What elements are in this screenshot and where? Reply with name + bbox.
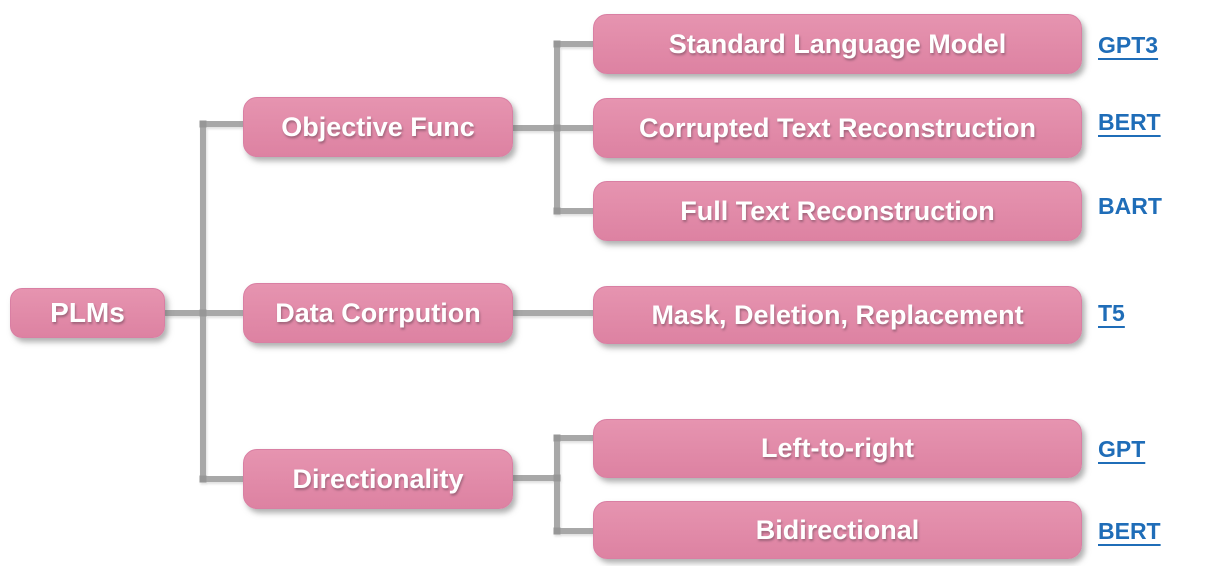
node-bidirectional: Bidirectional — [593, 501, 1082, 559]
node-full-text-reconstruction: Full Text Reconstruction — [593, 181, 1082, 241]
link-gpt3[interactable]: GPT3 — [1098, 32, 1159, 58]
node-left-to-right-label: Left-to-right — [761, 433, 914, 463]
node-data-corruption: Data Corrpution — [243, 283, 513, 343]
node-data-corruption-label: Data Corrpution — [275, 297, 481, 328]
node-left-to-right: Left-to-right — [593, 419, 1082, 478]
link-bert-1[interactable]: BERT — [1098, 109, 1161, 135]
node-standard-language-model: Standard Language Model — [593, 14, 1082, 74]
link-bart: BART — [1098, 193, 1162, 219]
link-bert-2[interactable]: BERT — [1098, 518, 1161, 544]
node-directionality: Directionality — [243, 449, 513, 509]
node-objective-func-label: Objective Func — [281, 111, 475, 142]
node-full-text-reconstruction-label: Full Text Reconstruction — [680, 195, 995, 226]
node-mask-deletion-replacement-label: Mask, Deletion, Replacement — [651, 299, 1024, 330]
node-corrupted-text-reconstruction-label: Corrupted Text Reconstruction — [638, 112, 1037, 143]
node-objective-func: Objective Func — [243, 97, 513, 157]
link-t5[interactable]: T5 — [1098, 300, 1125, 326]
node-directionality-label: Directionality — [292, 463, 464, 494]
link-gpt[interactable]: GPT — [1098, 436, 1146, 462]
node-corrupted-text-reconstruction: Corrupted Text Reconstruction — [593, 98, 1082, 158]
node-plms-label: PLMs — [50, 297, 125, 328]
node-plms: PLMs — [10, 288, 165, 338]
node-standard-language-model-label: Standard Language Model — [668, 28, 1007, 59]
node-bidirectional-label: Bidirectional — [755, 514, 920, 545]
node-mask-deletion-replacement: Mask, Deletion, Replacement — [593, 286, 1082, 344]
